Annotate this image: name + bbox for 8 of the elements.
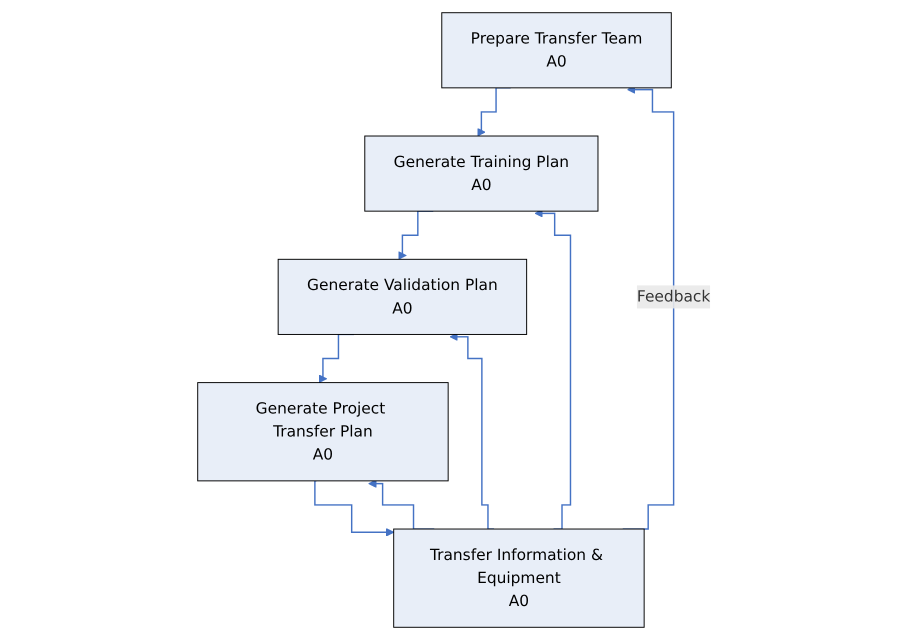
node-box: Generate Project Transfer Plan A0 xyxy=(198,382,450,482)
node-box: Prepare Transfer Team A0 xyxy=(442,12,672,88)
edge-label: Feedback xyxy=(637,287,711,306)
arrow xyxy=(314,480,395,537)
node-box: Generate Validation Plan A0 xyxy=(278,258,528,335)
arrow xyxy=(535,209,572,530)
node-box: Generate Training Plan A0 xyxy=(364,136,599,212)
node-box: Transfer Information & Equipment A0 xyxy=(394,528,646,628)
